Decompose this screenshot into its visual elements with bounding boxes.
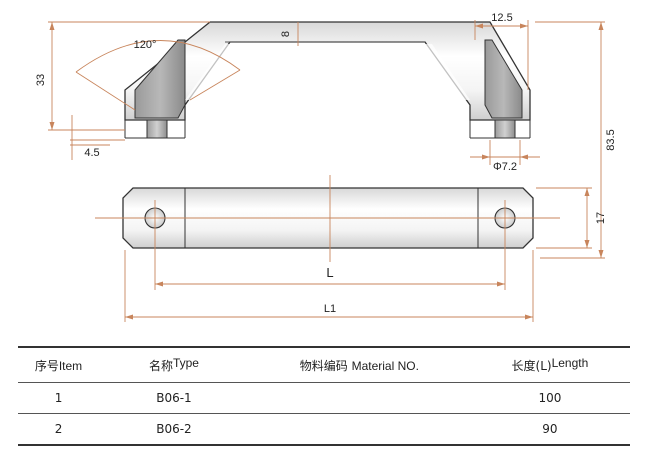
right-mounting-stub — [494, 119, 516, 139]
cell-type: B06-1 — [99, 382, 249, 414]
dim-offset-4-5: 4.5 — [84, 147, 99, 159]
technical-drawing: 33 120° 8 12.5 4.5 Φ7.2 83.5 L L1 17 — [35, 12, 617, 322]
dim-total-height-83-5: 83.5 — [605, 129, 617, 150]
cell-material — [248, 413, 470, 446]
header-material: 物料编码 Material NO. — [248, 346, 470, 383]
header-type: 名称Type — [99, 346, 249, 383]
cell-type: B06-2 — [99, 413, 249, 446]
dim-thickness-8: 8 — [280, 31, 292, 37]
dim-total-length-L1: L1 — [324, 303, 336, 315]
handle-side-body — [124, 21, 531, 121]
cell-material — [248, 382, 470, 414]
spec-table: 序号Item 名称Type 物料编码 Material NO. 长度(L)Len… — [18, 346, 630, 446]
side-view-dimensions — [48, 20, 605, 259]
left-leg-facet — [134, 39, 186, 119]
header-length: 长度(L)Length — [469, 346, 630, 383]
cell-length: 90 — [469, 413, 630, 446]
table-row: 2 B06-2 90 — [18, 413, 630, 446]
dim-hole-spacing-L: L — [326, 265, 333, 280]
top-view-dimensions — [95, 175, 592, 322]
side-view — [124, 21, 531, 139]
cell-item: 2 — [18, 413, 100, 446]
table-header-row: 序号Item 名称Type 物料编码 Material NO. 长度(L)Len… — [18, 346, 630, 383]
left-mounting-stub — [146, 119, 168, 139]
dim-width-12-5: 12.5 — [491, 12, 512, 24]
dim-bar-width-17: 17 — [595, 212, 607, 224]
header-item: 序号Item — [18, 346, 100, 383]
dim-height-33: 33 — [35, 74, 47, 86]
dim-angle-120: 120° — [134, 39, 157, 51]
right-leg-facet — [484, 39, 523, 119]
table-row: 1 B06-1 100 — [18, 382, 630, 414]
cell-item: 1 — [18, 382, 100, 414]
dim-hole-diameter: Φ7.2 — [493, 161, 517, 173]
cell-length: 100 — [469, 382, 630, 414]
